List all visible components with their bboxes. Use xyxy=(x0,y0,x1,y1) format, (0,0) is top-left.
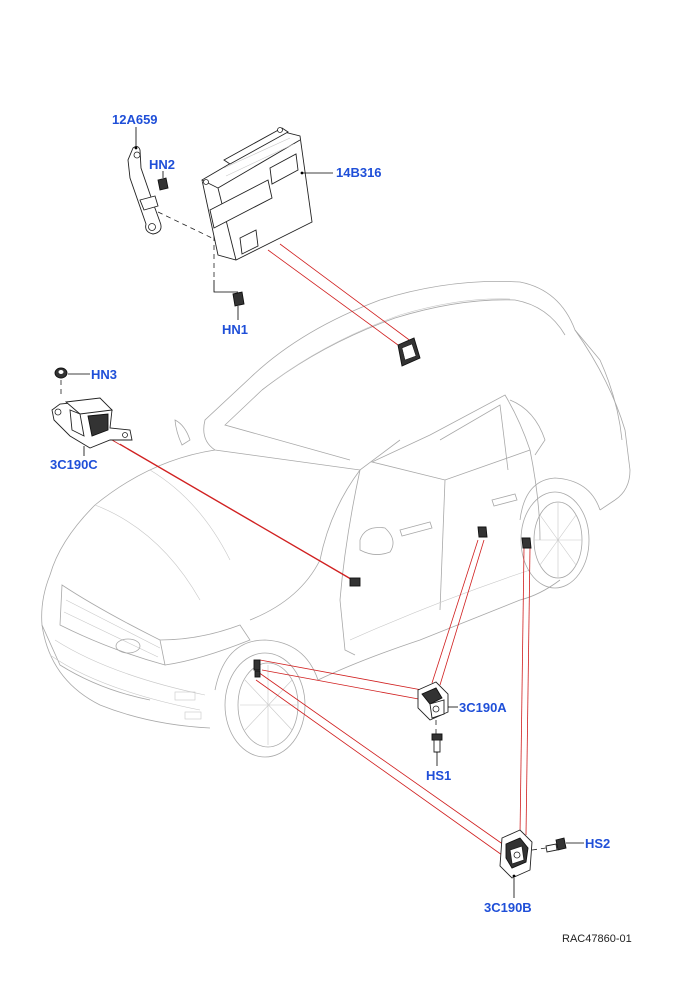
nut-hn1 xyxy=(213,280,245,320)
callout-3c190a: 3C190A xyxy=(459,700,507,715)
vehicle-outline xyxy=(41,280,631,758)
callout-hn3: HN3 xyxy=(91,367,118,382)
screw-hs2 xyxy=(531,837,584,853)
callout-3c190c: 3C190C xyxy=(50,457,98,472)
sensor-3c190c xyxy=(51,397,133,456)
reference-number: RAC47860-01 xyxy=(562,933,632,945)
sensor-3c190a xyxy=(417,681,458,721)
callout-hn2: HN2 xyxy=(149,157,176,172)
callout-hn1: HN1 xyxy=(222,322,249,337)
bracket-12a659 xyxy=(127,127,162,235)
nut-hn2 xyxy=(157,171,169,191)
location-markers xyxy=(253,337,532,678)
callout-3c190b: 3C190B xyxy=(484,900,532,915)
callout-14b316: 14B316 xyxy=(336,165,382,180)
sensor-3c190b xyxy=(499,829,533,898)
callout-hs1: HS1 xyxy=(426,768,452,783)
connector-lines xyxy=(111,243,531,856)
callout-hs2: HS2 xyxy=(585,836,611,851)
callout-12a659: 12A659 xyxy=(112,112,158,127)
screw-hs1 xyxy=(431,720,443,766)
module-14b316 xyxy=(201,127,333,261)
nut-hn3 xyxy=(54,367,90,398)
